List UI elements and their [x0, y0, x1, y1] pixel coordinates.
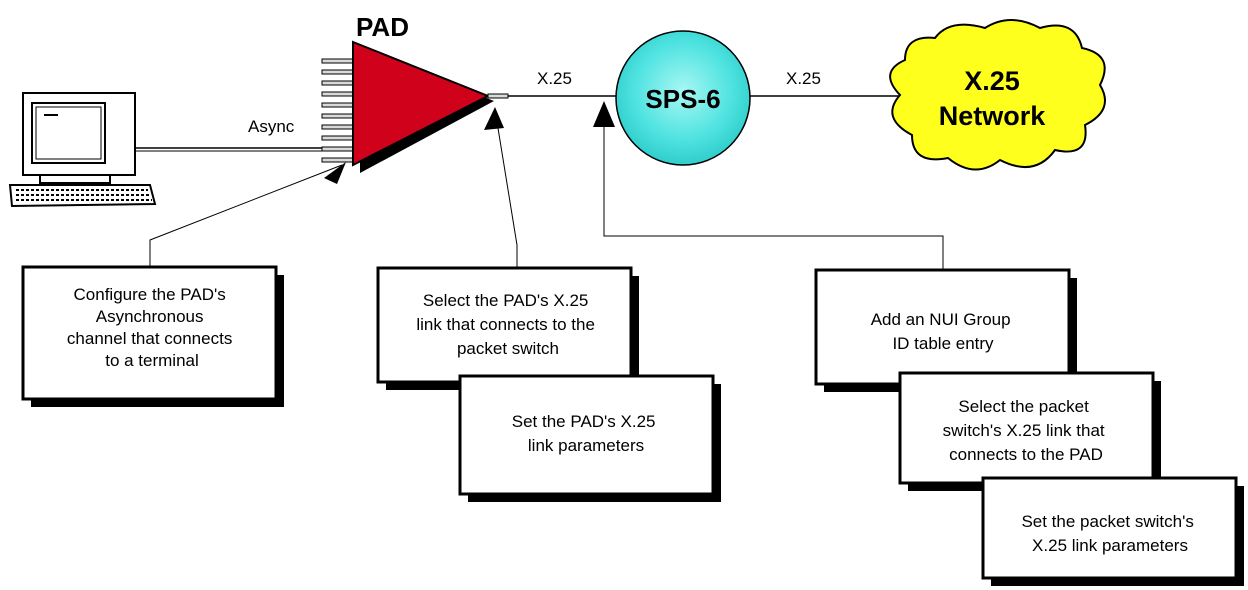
- box4-line1: Add an NUI Group: [871, 310, 1011, 329]
- pad-ports: [321, 58, 355, 163]
- async-label: Async: [248, 117, 295, 136]
- svg-text:Set the packet switch's: Set the packet switch's X.25 link parame…: [1021, 512, 1198, 555]
- box4-line2: ID table entry: [892, 334, 994, 353]
- box-select-pad-link: Select the PAD's X.25 link that connects…: [376, 266, 639, 390]
- box5-line2: switch's X.25 link that: [943, 421, 1105, 440]
- pad-triangle: [352, 40, 491, 167]
- arrow-to-pad-input: [324, 162, 346, 184]
- sps6-label: SPS-6: [645, 84, 720, 114]
- box5-line3: connects to the PAD: [949, 445, 1103, 464]
- box1-line3: channel that connects: [67, 329, 232, 348]
- box2-line2: link that connects to the: [416, 315, 595, 334]
- box5-line1: Select the packet: [958, 397, 1089, 416]
- box3-line1: Set the PAD's X.25: [512, 412, 656, 431]
- switch-network-link-label: X.25: [786, 69, 821, 88]
- sps6-switch: [615, 30, 751, 166]
- box6-line1: Set the packet switch's: [1021, 512, 1193, 531]
- box-set-switch-link: Set the packet switch's X.25 link parame…: [981, 476, 1244, 586]
- pad-switch-link-label: X.25: [537, 69, 572, 88]
- box-set-pad-link: Set the PAD's X.25 link parameters: [458, 374, 721, 502]
- svg-text:Configure the PAD's Asyn: Configure the PAD's Asynchronous channel…: [67, 285, 237, 370]
- callout-connectors: [149, 121, 944, 270]
- box2-line3: packet switch: [457, 339, 559, 358]
- terminal-icon: [8, 92, 157, 208]
- pad-title: PAD: [356, 12, 409, 42]
- box3-line2: link parameters: [528, 436, 644, 455]
- box-add-nui: Add an NUI Group ID table entry: [814, 268, 1077, 392]
- network-line1: X.25: [964, 66, 1020, 96]
- box2-line1: Select the PAD's X.25: [423, 291, 588, 310]
- arrow-to-x25-link: [593, 101, 615, 127]
- svg-text:Select the PAD's X.25 l: Select the PAD's X.25 link that connects…: [416, 291, 599, 358]
- svg-text:Set the PAD's X.25 link: Set the PAD's X.25 link parameters: [512, 412, 660, 455]
- box-select-switch-link: Select the packet switch's X.25 link tha…: [898, 371, 1161, 491]
- arrow-to-pad-output: [484, 107, 504, 130]
- box1-line1: Configure the PAD's: [74, 285, 226, 304]
- box1-line2: Asynchronous: [96, 307, 204, 326]
- box-configure-async: Configure the PAD's Asynchronous channel…: [21, 265, 284, 407]
- svg-text:Add an NUI Group ID tabl: Add an NUI Group ID table entry: [871, 310, 1016, 353]
- svg-text:Select the packet switch: Select the packet switch's X.25 link tha…: [943, 397, 1110, 464]
- pad-device: [321, 40, 509, 173]
- box1-line4: to a terminal: [105, 351, 199, 370]
- arrowheads: [324, 101, 615, 184]
- box6-line2: X.25 link parameters: [1032, 536, 1188, 555]
- network-line2: Network: [939, 101, 1047, 131]
- x25-network-cloud: [889, 19, 1106, 171]
